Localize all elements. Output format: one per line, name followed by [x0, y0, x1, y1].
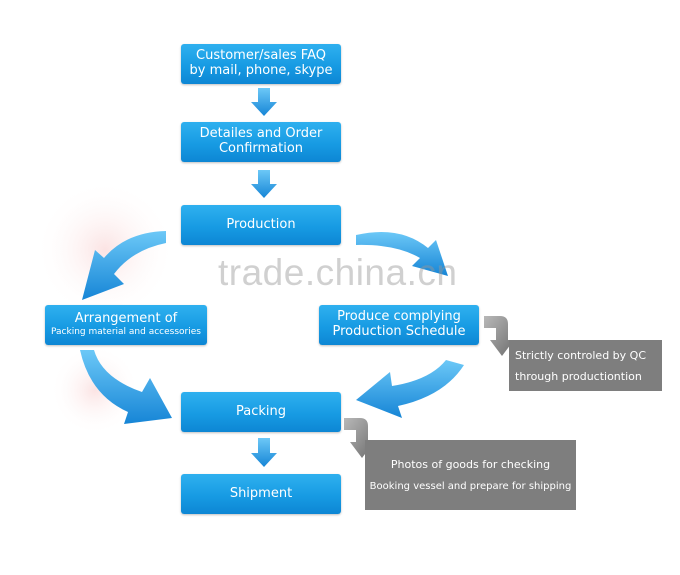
curved-arrow-icon [82, 231, 166, 300]
gray-bent-arrow-icon [484, 316, 514, 356]
packing-label: Packing [235, 403, 286, 419]
schedule-box: Produce complying Production Schedule [319, 305, 479, 345]
photos-note: Photos of goods for checking Booking ves… [365, 440, 576, 510]
faq-line2: by mail, phone, skype [189, 63, 333, 78]
faq-line1: Customer/sales FAQ [196, 48, 326, 64]
photos-line2: Booking vessel and prepare for shipping [369, 481, 572, 492]
production-box: Production [181, 205, 341, 245]
background-swirl [35, 180, 175, 320]
down-arrow-icon [251, 88, 277, 116]
arrangement-line2: Packing material and accessories [51, 327, 201, 338]
arrangement-line1: Arrangement of [74, 311, 178, 327]
schedule-line1: Produce complying [337, 309, 461, 325]
curved-arrow-icon [356, 231, 448, 276]
faq-box: Customer/sales FAQ by mail, phone, skype [181, 44, 341, 84]
shipment-label: Shipment [229, 485, 293, 501]
schedule-line2: Production Schedule [332, 324, 466, 339]
production-label: Production [226, 216, 296, 232]
background-swirl [50, 345, 140, 435]
down-arrow-icon [251, 170, 277, 198]
details-line2: Confirmation [218, 141, 304, 156]
qc-line2: through productiontion [515, 369, 642, 383]
watermark: trade.china.cn [218, 252, 458, 293]
curved-arrow-icon [80, 350, 172, 424]
qc-note: Strictly controled by QC through product… [509, 340, 662, 391]
packing-box: Packing [181, 392, 341, 432]
photos-line1: Photos of goods for checking [390, 458, 551, 471]
arrangement-box: Arrangement of Packing material and acce… [45, 305, 207, 345]
shipment-box: Shipment [181, 474, 341, 514]
qc-line1: Strictly controled by QC [515, 348, 647, 362]
down-arrow-icon [251, 438, 277, 467]
details-box: Detailes and Order Confirmation [181, 122, 341, 162]
curved-arrow-icon [356, 360, 464, 418]
details-line1: Detailes and Order [199, 126, 323, 142]
